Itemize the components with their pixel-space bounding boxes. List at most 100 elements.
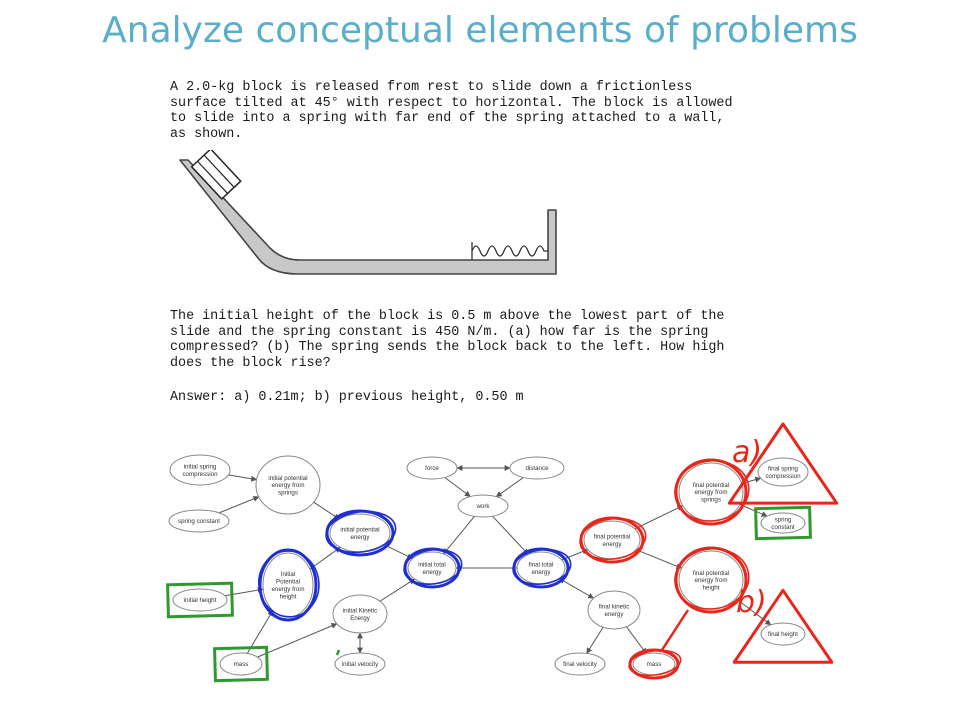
check-tick [335, 649, 341, 656]
concept-edge [313, 501, 340, 520]
node-label: final spring [768, 465, 798, 472]
unknown-quantity-triangle [732, 588, 834, 664]
node-label: mass [647, 661, 662, 668]
node-label: final velocity [563, 661, 598, 668]
node-label: initial velocity [342, 661, 379, 668]
concept-edge [443, 516, 475, 555]
annotation-overlay: a) b) [166, 422, 839, 683]
node-label: spring constant [178, 518, 220, 525]
node-label: spring [775, 516, 792, 523]
concept-edge [635, 549, 683, 569]
problem-line: to slide into a spring with far end of t… [170, 111, 725, 126]
scribble-stroke [512, 548, 572, 585]
scribble-stroke [257, 550, 320, 618]
problem-line: surface tilted at 45° with respect to ho… [170, 95, 733, 111]
concept-edge [492, 515, 529, 555]
node-final-height: final height [760, 622, 806, 646]
node-label: mass [234, 661, 249, 668]
concept-edge [379, 578, 416, 602]
concept-edge [383, 544, 414, 560]
initial-state-circle [258, 548, 318, 622]
node-label: initial height [184, 597, 217, 604]
node-label: initial potential [340, 526, 379, 533]
node-label: initial potential [268, 475, 307, 482]
node-label: energy from [271, 586, 304, 593]
node-label: height [280, 593, 297, 600]
node-label: energy from [271, 482, 304, 489]
question-statement: The initial height of the block is 0.5 m… [170, 309, 724, 371]
final-state-circle [579, 516, 645, 564]
known-quantity-box [213, 645, 269, 683]
concept-edge [444, 477, 471, 497]
initial-state-circle [403, 547, 461, 589]
concept-edge [586, 626, 604, 654]
concept-edge [634, 505, 684, 530]
node-label: energy [532, 569, 552, 576]
slide-title: Analyze conceptual elements of problems [102, 10, 858, 51]
final-state-circle [674, 458, 748, 526]
concept-edge [739, 503, 768, 517]
node-label: work [475, 503, 490, 510]
node-final-velocity: final velocity [554, 652, 606, 676]
node-label: force [425, 465, 439, 472]
part-b-label: b) [736, 585, 767, 620]
known-quantity-box [166, 581, 234, 619]
node-label: energy [605, 611, 625, 618]
concept-edge [625, 626, 647, 655]
node-label: initial total [418, 561, 446, 568]
spring [471, 242, 548, 260]
scribble-stroke [403, 548, 463, 585]
scribble-stroke [674, 547, 750, 610]
node-label: final kinetic [599, 603, 630, 610]
node-label: constant [771, 524, 795, 531]
node-label: energy [603, 541, 623, 548]
node-initial-height: initial height [172, 588, 228, 612]
scribble-stroke [325, 510, 397, 554]
node-label: Potential [276, 578, 300, 585]
concept-edge [558, 578, 595, 599]
answer-line: Answer: a) 0.21m; b) previous height, 0.… [170, 390, 524, 405]
node-label: distance [525, 465, 549, 472]
node-label: initial Kinetic [343, 607, 377, 614]
block [190, 150, 242, 200]
node-label: final total [529, 561, 554, 568]
node-label: springs [701, 497, 721, 504]
node-label: final potential [594, 533, 630, 540]
node-work: work [457, 494, 509, 518]
node-label: final potential [693, 482, 729, 489]
node-label: initial spring [184, 463, 217, 470]
node-mass-right: mass [632, 652, 676, 676]
problem-line: as shown. [170, 126, 243, 142]
node-label: energy from [694, 577, 727, 584]
node-label: Initial [281, 571, 295, 578]
concept-edge [735, 598, 772, 626]
unknown-quantity-triangle [727, 422, 839, 505]
concept-edge [228, 474, 258, 482]
problem-statement: A 2.0-kg block is released from rest to … [170, 80, 733, 142]
node-distance: distance [509, 456, 565, 480]
scribble-stroke [674, 459, 750, 522]
concept-edge [257, 623, 338, 658]
incline-surface [179, 159, 557, 275]
known-quantity-box [754, 505, 812, 541]
initial-state-circle [512, 547, 570, 589]
node-label: energy [423, 569, 443, 576]
concept-edge [309, 546, 341, 570]
node-label: Energy [350, 615, 371, 622]
concept-edge [495, 477, 524, 498]
problem-line: A 2.0-kg block is released from rest to … [170, 80, 693, 95]
node-label: energy [351, 534, 371, 541]
node-label: height [703, 585, 720, 592]
question-line: compressed? (b) The spring sends the blo… [170, 340, 725, 355]
